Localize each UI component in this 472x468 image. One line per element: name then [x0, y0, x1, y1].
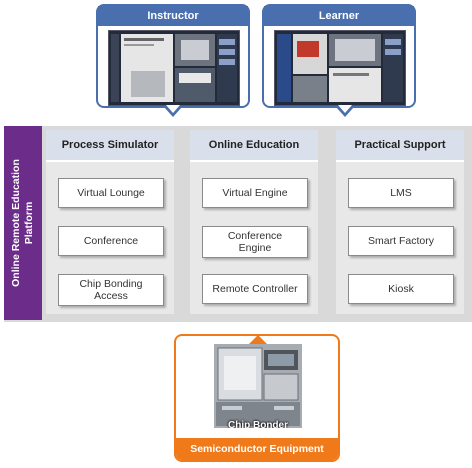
column-practical-support: Practical Support LMS Smart Factory Kios… [336, 130, 464, 314]
item-remote-controller[interactable]: Remote Controller [202, 274, 308, 304]
equipment-label: Semiconductor Equipment [176, 438, 338, 460]
learner-pointer [336, 105, 354, 117]
equipment-box: Chip Bonder Semiconductor Equipment [174, 334, 340, 462]
item-smart-factory[interactable]: Smart Factory [348, 226, 454, 256]
platform-title: Online Remote Education Platform [10, 159, 35, 287]
learner-label: Learner [264, 6, 414, 26]
instructor-label: Instructor [98, 6, 248, 26]
column-header: Process Simulator [46, 130, 174, 162]
item-conference-engine[interactable]: Conference Engine [202, 226, 308, 258]
item-virtual-engine[interactable]: Virtual Engine [202, 178, 308, 208]
chip-bonder-photo: Chip Bonder [214, 344, 302, 428]
column-header: Practical Support [336, 130, 464, 162]
column-online-education: Online Education Virtual Engine Conferen… [190, 130, 318, 314]
item-conference[interactable]: Conference [58, 226, 164, 256]
item-chip-bonding-access[interactable]: Chip Bonding Access [58, 274, 164, 306]
instructor-screenshot [108, 30, 240, 106]
item-kiosk[interactable]: Kiosk [348, 274, 454, 304]
platform-sidebar: Online Remote Education Platform [4, 126, 42, 320]
item-lms[interactable]: LMS [348, 178, 454, 208]
equipment-pointer [248, 336, 268, 345]
chip-bonder-label: Chip Bonder [228, 420, 288, 428]
column-header: Online Education [190, 130, 318, 162]
instructor-callout: Instructor [96, 4, 250, 108]
item-virtual-lounge[interactable]: Virtual Lounge [58, 178, 164, 208]
learner-screenshot [274, 30, 406, 106]
instructor-pointer [164, 105, 182, 117]
learner-callout: Learner [262, 4, 416, 108]
column-process-simulator: Process Simulator Virtual Lounge Confere… [46, 130, 174, 314]
